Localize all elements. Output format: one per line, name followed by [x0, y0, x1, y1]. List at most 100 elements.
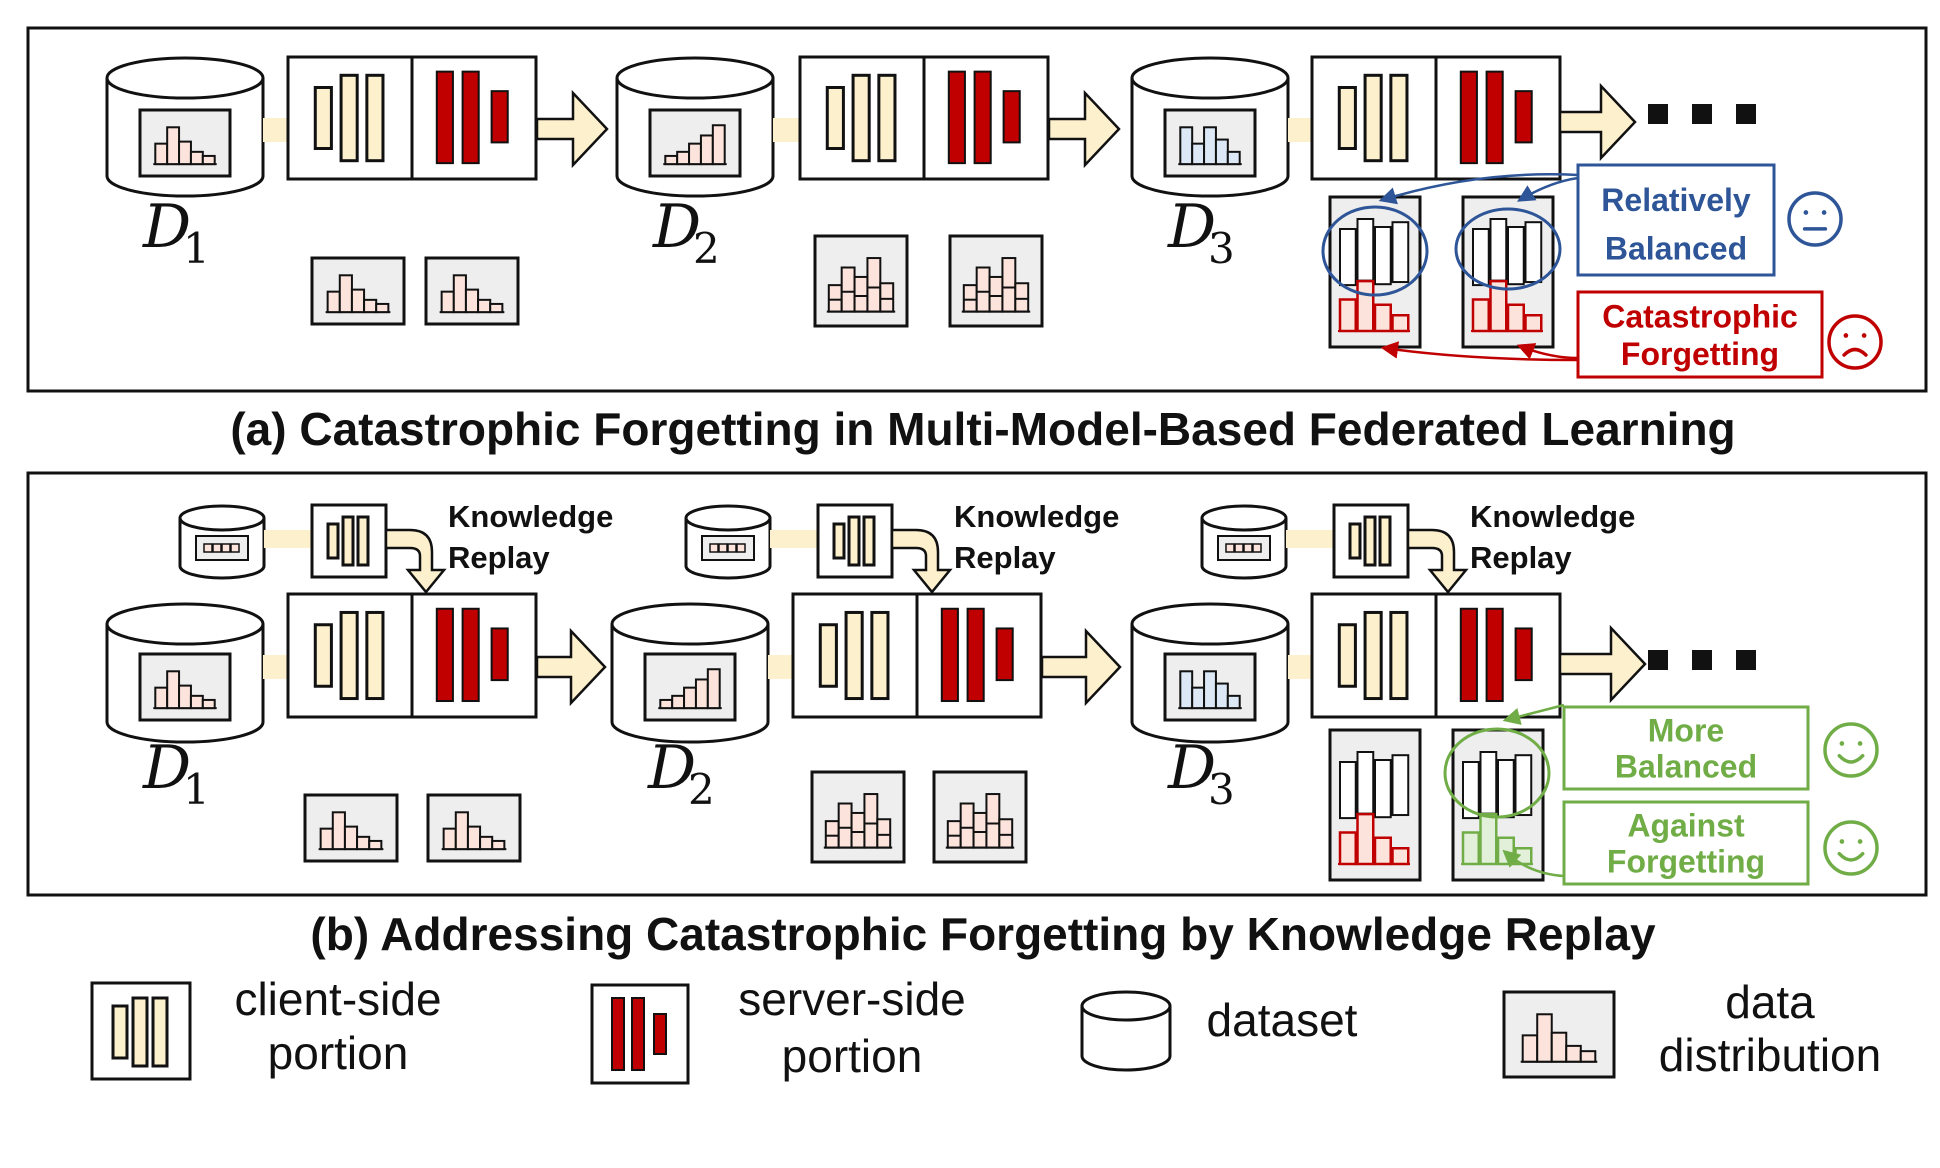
- panel-b-replay-label-3-line1: Knowledge: [1470, 499, 1635, 534]
- panel-a-server-hist-1: [1328, 195, 1422, 349]
- panel-b-label-d1: D1: [142, 733, 210, 814]
- panel-b: KnowledgeReplayD1KnowledgeReplayD2Knowle…: [105, 499, 1879, 886]
- panel-a-circle-1: [1321, 205, 1429, 297]
- panel-a-dataset-3-dist: [1163, 108, 1257, 178]
- panel-b-replay-label-1-line2: Replay: [448, 540, 550, 575]
- panel-b-connector-1: [263, 655, 288, 679]
- svg-text:3: 3: [1208, 765, 1235, 814]
- svg-text:D: D: [647, 733, 696, 803]
- panel-a-dataset-1-dist: [138, 108, 232, 178]
- svg-text:1: 1: [183, 765, 210, 814]
- panel-a-pointer-red-1: [1380, 341, 1579, 362]
- svg-text:3: 3: [1208, 224, 1235, 273]
- legend-client-line2: portion: [268, 1027, 409, 1079]
- panel-b-replay-source-2: [684, 503, 953, 594]
- svg-text:2: 2: [688, 765, 715, 814]
- panel-b-connector-2: [768, 655, 793, 679]
- legend-distribution-icon: [1502, 990, 1616, 1079]
- svg-text:D: D: [1167, 192, 1216, 262]
- legend-server-line1: server-side: [738, 973, 966, 1025]
- panel-b-dataset-2-dist: [643, 652, 737, 722]
- panel-a-arrow-2: [1047, 89, 1121, 169]
- panel-b-label-d2: D2: [647, 733, 715, 814]
- panel-b-arrow-2: [1040, 627, 1122, 707]
- panel-a-forgetting-box-line1: Catastrophic: [1602, 299, 1798, 335]
- panel-b-replay-arrow-1: [384, 528, 447, 594]
- legend-dataset-icon: [1080, 990, 1172, 1072]
- panel-b-forgetting-box-line2: Forgetting: [1607, 844, 1765, 880]
- panel-a-label-d2: D2: [652, 192, 720, 273]
- panel-a-continuation: [1648, 104, 1756, 124]
- svg-text:D: D: [652, 192, 701, 262]
- panel-b-dataset-3-dist: [1163, 652, 1257, 722]
- smile-face-icon: [1823, 722, 1879, 778]
- panel-b-model-2: [791, 592, 1043, 719]
- legend: client-side portion server-side portion …: [90, 973, 1881, 1085]
- panel-b-pointer-green-1: [1502, 703, 1565, 725]
- legend-dist-line1: data: [1725, 976, 1815, 1028]
- panel-a-caption: (a) Catastrophic Forgetting in Multi-Mod…: [230, 403, 1735, 455]
- legend-dataset-label: dataset: [1207, 994, 1358, 1046]
- panel-a-pointer-blue-2: [1516, 176, 1579, 202]
- legend-server-icon: [590, 983, 690, 1085]
- svg-text:D: D: [142, 192, 191, 262]
- svg-text:D: D: [142, 733, 191, 803]
- panel-b-dataset-1-dist: [138, 652, 232, 722]
- panel-a-balanced-box-line2: Balanced: [1605, 231, 1747, 267]
- panel-b-circle: [1443, 727, 1551, 819]
- legend-client-line1: client-side: [234, 973, 441, 1025]
- panel-b-dist-2a: [810, 770, 906, 864]
- panel-b-balanced-box-line1: More: [1648, 712, 1724, 748]
- panel-b-forgetting-box-line1: Against: [1627, 807, 1745, 843]
- panel-b-replay-arrow-3: [1406, 528, 1469, 594]
- panel-a-balanced-box-line1: Relatively: [1601, 182, 1751, 218]
- sad-face-icon: [1827, 314, 1883, 370]
- neutral-face-icon: [1787, 191, 1843, 247]
- legend-distribution-hist: [1502, 990, 1616, 1079]
- panel-a-connector-2: [773, 118, 800, 142]
- panel-b-replay-dataset-1: [178, 504, 266, 580]
- panel-a-label-d1: D1: [142, 192, 210, 273]
- panel-a-label-d3: D3: [1167, 192, 1235, 273]
- panel-a-dist-1a: [310, 256, 406, 326]
- panel-a-circle-2: [1454, 207, 1562, 291]
- panel-a-model-1: [286, 55, 538, 181]
- panel-a-dist-2b: [948, 234, 1044, 328]
- panel-b-arrow-3: [1558, 624, 1647, 704]
- panel-b-server-hist-1: [1328, 728, 1422, 882]
- panel-b-server-hist-2: [1451, 728, 1545, 882]
- legend-dist-line2: distribution: [1659, 1029, 1881, 1081]
- panel-a-pointer-blue-1: [1378, 173, 1579, 205]
- panel-b-pointer-green-2: [1502, 849, 1565, 878]
- panel-b-label-d3: D3: [1167, 733, 1235, 814]
- panel-b-continuation: [1648, 650, 1756, 670]
- panel-a-arrow-1: [535, 89, 609, 169]
- panel-b-model-1: [286, 592, 538, 719]
- panel-a-connector-3: [1288, 118, 1312, 142]
- smile-face-icon: [1823, 820, 1879, 876]
- panel-b-connector-3: [1288, 655, 1312, 679]
- panel-b-balanced-box-line2: Balanced: [1615, 749, 1757, 785]
- panel-a-pointer-red-2: [1516, 343, 1579, 360]
- panel-a-model-2: [798, 55, 1050, 181]
- panel-b-arrow-1: [535, 627, 607, 707]
- legend-client-icon: [90, 981, 192, 1081]
- panel-b-replay-label-1-line1: Knowledge: [448, 499, 613, 534]
- panel-a-dist-1b: [424, 256, 520, 326]
- panel-a-connector-1: [263, 118, 288, 142]
- panel-b-model-3: [1310, 592, 1562, 719]
- panel-b-replay-label-2-line2: Replay: [954, 540, 1056, 575]
- panel-b-dist-1a: [303, 793, 399, 863]
- panel-a-arrow-3: [1558, 82, 1637, 162]
- panel-b-caption: (b) Addressing Catastrophic Forgetting b…: [310, 908, 1656, 960]
- panel-a-server-hist-2: [1461, 195, 1555, 349]
- panel-b-replay-source-3: [1200, 503, 1469, 594]
- panel-a-dataset-2-dist: [648, 108, 742, 178]
- legend-server-line2: portion: [782, 1030, 923, 1082]
